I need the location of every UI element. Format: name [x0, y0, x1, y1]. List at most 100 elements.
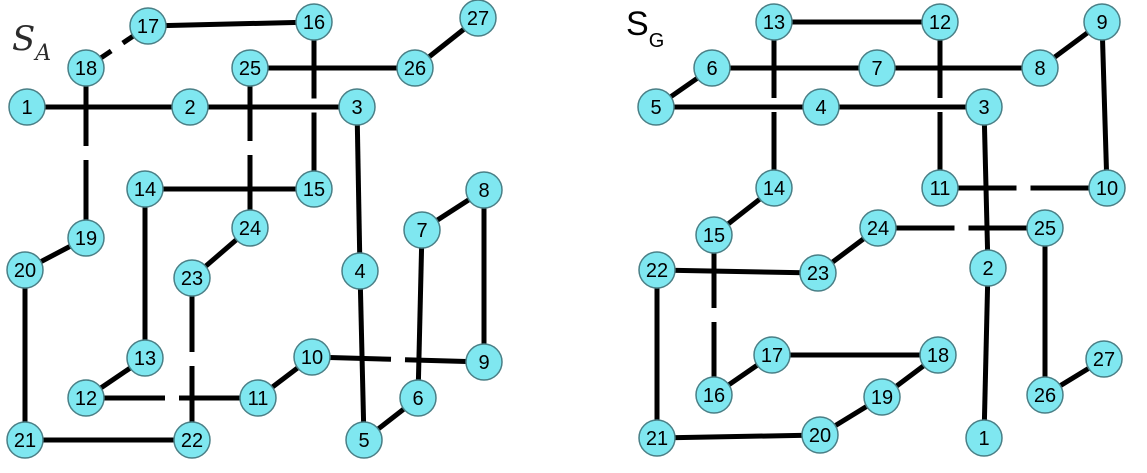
- node-circle: [695, 376, 733, 414]
- node-circle: [399, 379, 437, 417]
- node-label: 1: [21, 97, 32, 119]
- node-label: 15: [303, 179, 325, 201]
- node-5: 5: [637, 88, 675, 126]
- panel-title-subscript: G: [649, 30, 665, 52]
- edge-22-23: [656, 267, 819, 276]
- panel-title: SA: [12, 19, 51, 66]
- node-circle: [126, 339, 164, 377]
- node-circle: [1083, 3, 1121, 41]
- panel-title-main: S: [12, 19, 35, 59]
- panel-title-main: S: [626, 5, 649, 43]
- node-circle: [67, 379, 105, 417]
- node-circle: [965, 88, 1003, 126]
- node-3: 3: [965, 88, 1003, 126]
- node-label: 16: [703, 385, 725, 407]
- node-26: 26: [396, 49, 434, 87]
- node-circle: [638, 251, 676, 289]
- node-4: 4: [341, 252, 379, 290]
- node-label: 20: [809, 425, 831, 447]
- node-circle: [67, 49, 105, 87]
- node-26: 26: [1026, 376, 1064, 414]
- node-label: 24: [867, 218, 889, 240]
- node-circle: [919, 336, 957, 374]
- node-circle: [239, 379, 277, 417]
- edge-1-2: [981, 267, 991, 439]
- node-12: 12: [67, 379, 105, 417]
- node-label: 13: [763, 12, 785, 34]
- node-4: 4: [802, 88, 840, 126]
- node-label: 7: [416, 220, 427, 242]
- node-10: 10: [293, 338, 331, 376]
- node-1: 1: [965, 419, 1003, 457]
- node-27: 27: [459, 0, 497, 37]
- node-circle: [129, 7, 167, 45]
- node-circle: [755, 169, 793, 207]
- node-label: 12: [929, 12, 951, 34]
- panel-title-subscript: A: [33, 41, 51, 66]
- node-label: 18: [75, 58, 97, 80]
- node-label: 22: [181, 430, 203, 452]
- node-circle: [173, 421, 211, 459]
- node-circle: [295, 170, 333, 208]
- node-label: 5: [650, 97, 661, 119]
- node-22: 22: [638, 251, 676, 289]
- node-circle: [293, 338, 331, 376]
- node-circle: [6, 251, 44, 289]
- node-circle: [403, 211, 441, 249]
- node-label: 10: [1096, 178, 1118, 200]
- node-circle: [859, 209, 897, 247]
- node-label: 5: [358, 430, 369, 452]
- node-label: 27: [1093, 349, 1115, 371]
- node-circle: [1088, 169, 1126, 207]
- node-label: 8: [478, 180, 489, 202]
- node-label: 4: [354, 261, 365, 283]
- node-14: 14: [126, 170, 164, 208]
- node-19: 19: [67, 219, 105, 257]
- node-circle: [921, 169, 959, 207]
- node-circle: [965, 419, 1003, 457]
- node-label: 14: [763, 178, 785, 200]
- node-8: 8: [465, 171, 503, 209]
- edge-20-21: [656, 432, 821, 441]
- node-label: 21: [646, 428, 668, 450]
- node-25: 25: [231, 49, 269, 87]
- node-9: 9: [465, 343, 503, 381]
- node-23: 23: [799, 254, 837, 292]
- node-label: 7: [871, 58, 882, 80]
- node-circle: [755, 3, 793, 41]
- node-16: 16: [695, 376, 733, 414]
- node-circle: [231, 49, 269, 87]
- node-circle: [231, 209, 269, 247]
- node-label: 17: [137, 16, 159, 38]
- node-15: 15: [295, 170, 333, 208]
- node-label: 12: [75, 388, 97, 410]
- node-18: 18: [67, 49, 105, 87]
- node-label: 24: [239, 218, 261, 240]
- node-circle: [465, 343, 503, 381]
- node-17: 17: [753, 336, 791, 374]
- node-27: 27: [1085, 340, 1123, 378]
- node-label: 3: [351, 97, 362, 119]
- node-circle: [802, 88, 840, 126]
- node-label: 25: [1034, 218, 1056, 240]
- node-9: 9: [1083, 3, 1121, 41]
- node-circle: [1021, 49, 1059, 87]
- node-circle: [465, 171, 503, 209]
- node-circle: [8, 88, 46, 126]
- node-label: 6: [412, 388, 423, 410]
- node-7: 7: [858, 49, 896, 87]
- node-label: 1: [978, 428, 989, 450]
- node-circle: [459, 0, 497, 37]
- node-circle: [126, 170, 164, 208]
- node-circle: [799, 254, 837, 292]
- node-13: 13: [126, 339, 164, 377]
- node-label: 25: [239, 58, 261, 80]
- node-label: 6: [706, 58, 717, 80]
- node-label: 4: [815, 97, 826, 119]
- node-circle: [173, 259, 211, 297]
- node-label: 14: [134, 179, 156, 201]
- node-23: 23: [173, 259, 211, 297]
